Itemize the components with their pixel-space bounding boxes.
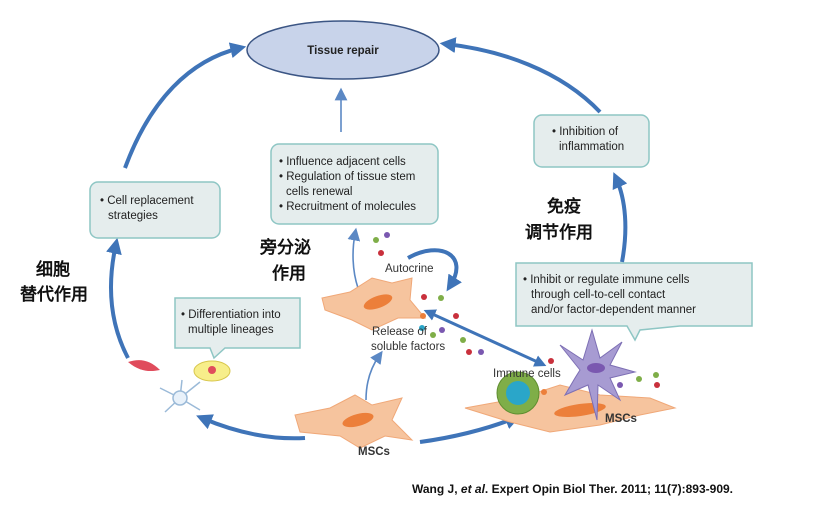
soluble-factors-dots xyxy=(373,232,660,395)
double-arrow-immune xyxy=(423,309,547,367)
box-text: strategies xyxy=(108,210,158,222)
box-differentiation: • Differentiation into multiple lineages xyxy=(174,297,301,360)
mscs-label-bottom: MSCs xyxy=(358,446,390,458)
box-text: • Inhibition of xyxy=(552,126,619,138)
box-cell-replacement: • Cell replacement strategies xyxy=(89,181,221,239)
citation: Wang J, et al. Expert Opin Biol Ther. 20… xyxy=(412,482,733,496)
autocrine-label: Autocrine xyxy=(385,263,434,275)
zh-immune-1: 免疫 xyxy=(547,196,581,217)
immune-cell-dendritic xyxy=(559,328,637,421)
box-text: • Recruitment of molecules xyxy=(279,201,416,213)
arrow-mscs-left xyxy=(196,414,306,441)
release-label-1: Release of xyxy=(372,326,428,338)
autocrine-arrow xyxy=(407,248,462,292)
msc-cell-bottom xyxy=(294,394,414,449)
arrow-paracrine-box xyxy=(347,227,361,289)
zh-cell-replacement-1: 细胞 xyxy=(36,259,70,280)
box-text: • Regulation of tissue stem xyxy=(279,171,415,183)
box-text: cells renewal xyxy=(286,186,352,198)
box-text: inflammation xyxy=(559,141,624,153)
msc-cell-right xyxy=(464,384,677,433)
arrow-mscs-right xyxy=(419,414,521,444)
zh-paracrine-2: 作用 xyxy=(272,263,306,284)
box-immune: • Inhibit or regulate immune cells throu… xyxy=(515,262,753,342)
tissue-repair-node: Tissue repair xyxy=(246,20,440,80)
tissue-repair-label: Tissue repair xyxy=(307,45,379,57)
zh-immune-2: 调节作用 xyxy=(525,222,593,243)
adipocyte-cell xyxy=(193,360,231,382)
box-text: • Influence adjacent cells xyxy=(279,156,406,168)
msc-cell-paracrine xyxy=(321,277,427,331)
box-text: • Differentiation into xyxy=(181,309,281,321)
arrow-to-tissue-left xyxy=(123,42,247,169)
arrow-release xyxy=(365,350,383,401)
mscs-label-right: MSCs xyxy=(605,413,637,425)
arrow-cell-replacement xyxy=(106,237,130,359)
zh-cell-replacement-2: 替代作用 xyxy=(20,284,88,305)
box-text: • Cell replacement xyxy=(100,195,194,207)
box-text: through cell-to-cell contact xyxy=(531,289,666,301)
zh-paracrine-1: 旁分泌 xyxy=(259,237,311,258)
box-inflammation: • Inhibition of inflammation xyxy=(533,114,650,168)
immune-cells-label: Immune cells xyxy=(493,368,561,380)
neuron-cell xyxy=(159,379,201,413)
box-text: multiple lineages xyxy=(188,324,274,336)
immune-cell-lymphocyte xyxy=(496,371,540,415)
arrow-inflammation xyxy=(612,172,628,263)
box-text: • Inhibit or regulate immune cells xyxy=(523,274,690,286)
arrow-to-tissue-right xyxy=(439,37,602,114)
release-label-2: soluble factors xyxy=(371,341,445,353)
red-blood-cell xyxy=(128,360,160,372)
box-text: and/or factor-dependent manner xyxy=(531,304,696,316)
box-paracrine: • Influence adjacent cells • Regulation … xyxy=(270,143,439,225)
